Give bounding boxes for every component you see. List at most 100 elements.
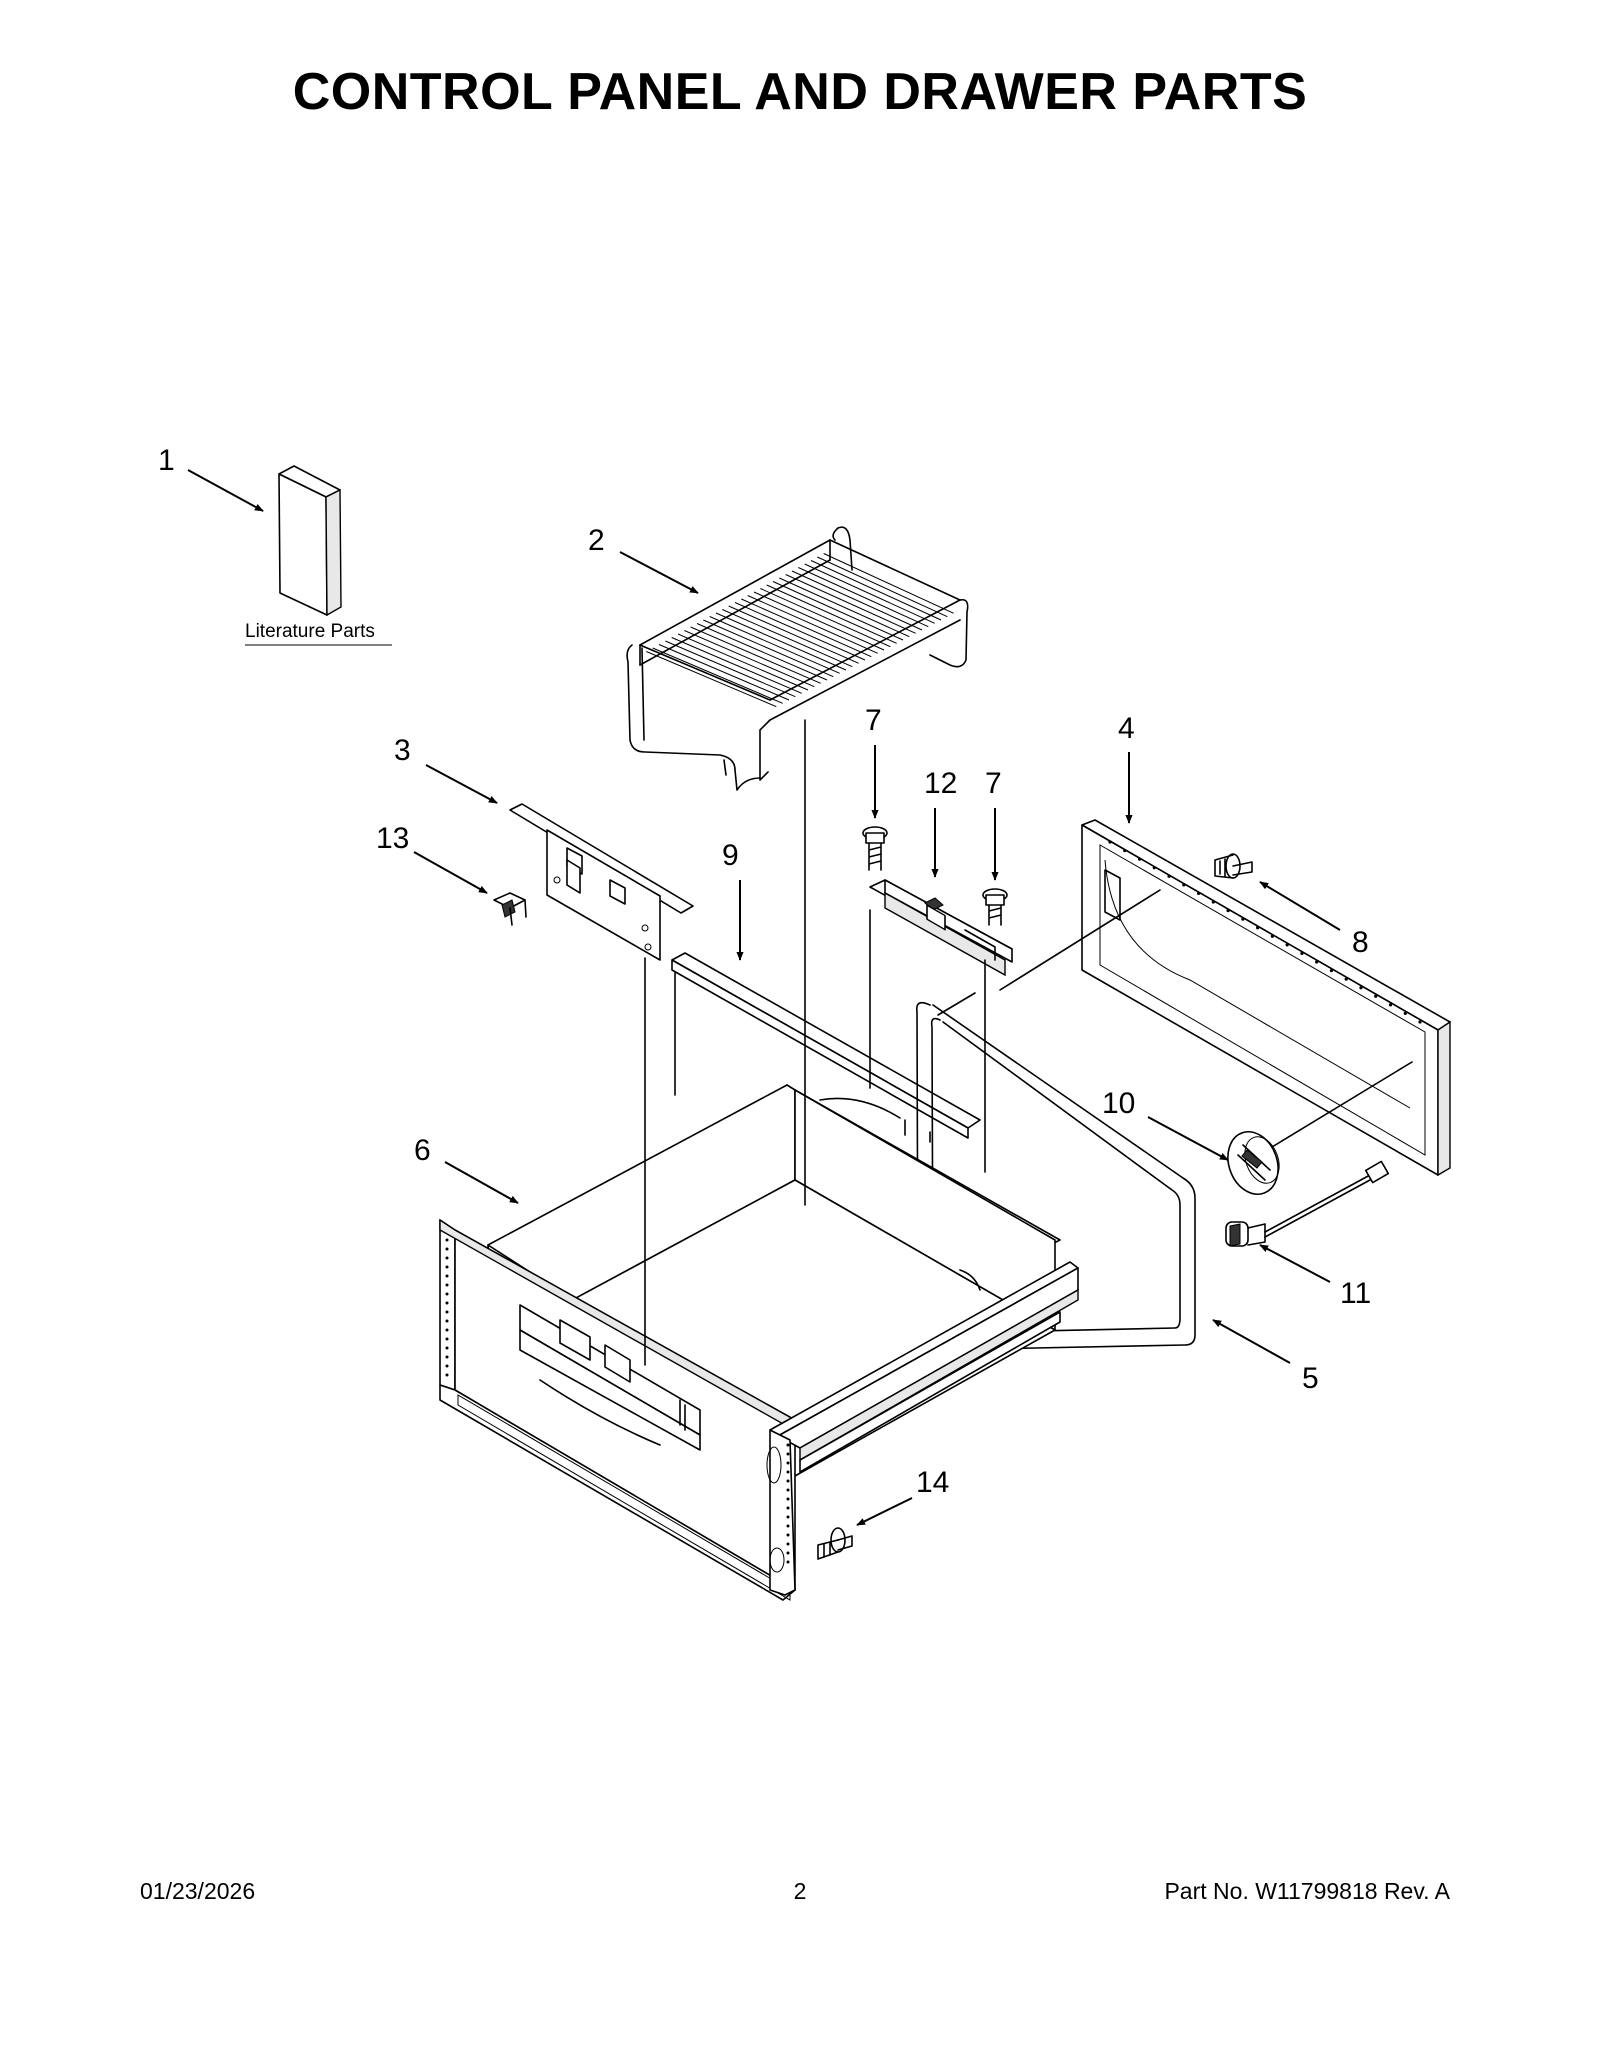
- drawer-side-hole: [445, 1346, 449, 1350]
- rack-wire: [779, 577, 910, 638]
- svg-text:7: 7: [985, 767, 1002, 800]
- drawer-side-hole: [445, 1310, 449, 1314]
- panel-hole: [1359, 986, 1363, 990]
- rack-wire: [766, 584, 897, 644]
- rack-wire: [646, 651, 777, 708]
- door-gasket: [915, 1001, 1196, 1351]
- page-title: CONTROL PANEL AND DRAWER PARTS: [292, 63, 1308, 121]
- panel-hole: [1270, 934, 1274, 938]
- drawer-side-hole: [445, 1328, 449, 1332]
- callout-6[interactable]: 6: [414, 1134, 519, 1204]
- drawer-side-hole: [445, 1238, 449, 1242]
- callout-8[interactable]: 8: [1259, 881, 1369, 959]
- panel-hole: [1300, 951, 1304, 956]
- rack-wire: [772, 581, 904, 641]
- panel-hole: [1315, 960, 1319, 964]
- rack-wire: [734, 602, 866, 661]
- panel-screw: [1214, 853, 1253, 879]
- callout-13[interactable]: 13: [376, 822, 488, 894]
- svg-text:5: 5: [1302, 1362, 1319, 1395]
- literature-parts-label: Literature Parts: [245, 621, 375, 642]
- rack-wire: [703, 619, 834, 678]
- rack-wire: [798, 567, 929, 628]
- rack-wire: [715, 612, 847, 671]
- rack-wire: [804, 563, 935, 624]
- drawer-body: [439, 1084, 1079, 1601]
- drawer-side-hole: [445, 1292, 449, 1296]
- wire-switch: [1225, 1160, 1390, 1247]
- drawer-side-hole: [786, 1488, 790, 1492]
- rack-wire: [747, 595, 878, 654]
- assembly-lines: [644, 719, 1413, 1366]
- callout-5[interactable]: 5: [1212, 1319, 1319, 1395]
- panel-hole: [1374, 994, 1378, 998]
- drawer-side-hole: [786, 1524, 790, 1528]
- svg-text:6: 6: [414, 1134, 431, 1167]
- svg-text:7: 7: [865, 704, 882, 737]
- rack-wire: [760, 588, 891, 648]
- callout-10[interactable]: 9: [722, 839, 744, 961]
- drawer-side-hole: [445, 1283, 449, 1287]
- drawer-side-hole: [445, 1247, 449, 1251]
- svg-text:11: 11: [1340, 1277, 1371, 1310]
- panel-hole: [1285, 943, 1289, 947]
- drawer-screw: [817, 1527, 853, 1560]
- svg-text:4: 4: [1118, 712, 1135, 745]
- control-knob: [1227, 1131, 1280, 1195]
- drawer-clip: [493, 892, 527, 926]
- rack-wire: [823, 553, 954, 614]
- callout-4[interactable]: 4: [1118, 712, 1135, 824]
- svg-text:2: 2: [588, 524, 605, 557]
- callout-1[interactable]: 1: [158, 444, 264, 512]
- panel-hole: [1211, 900, 1215, 904]
- callout-2[interactable]: 2: [588, 524, 699, 594]
- panel-hole: [1403, 1011, 1407, 1016]
- rack-wire: [696, 623, 828, 681]
- rack-wire: [690, 626, 821, 684]
- drawer-side-hole: [786, 1506, 790, 1510]
- drawer-front-panel: [1081, 819, 1451, 1177]
- panel-hole: [1123, 848, 1127, 853]
- panel-hole: [1196, 891, 1201, 896]
- callout-7-left[interactable]: 7: [865, 704, 882, 819]
- drawer-side-hole: [445, 1355, 449, 1359]
- callout-14[interactable]: 14: [856, 1466, 949, 1526]
- rack-wire: [684, 630, 815, 688]
- panel-hole: [1152, 866, 1156, 870]
- drawer-side-hole: [445, 1301, 449, 1305]
- callout-7-right[interactable]: 7: [985, 767, 1002, 881]
- literature-booklet: Literature Parts: [245, 465, 392, 646]
- rack-wire: [741, 598, 872, 658]
- callout-3[interactable]: 3: [394, 734, 498, 804]
- drawer-side-hole: [786, 1470, 790, 1474]
- latch-assembly: [869, 879, 1013, 977]
- wire-rack: [626, 526, 969, 791]
- drawer-side-hole: [445, 1364, 449, 1368]
- callout-12[interactable]: 11: [1259, 1244, 1371, 1310]
- drawer-side-hole: [786, 1443, 790, 1447]
- svg-text:9: 9: [722, 839, 739, 872]
- panel-hole: [1226, 908, 1230, 913]
- callout-9[interactable]: 12: [924, 767, 957, 878]
- drawer-side-hole: [445, 1319, 449, 1323]
- svg-text:3: 3: [394, 734, 411, 767]
- drawer-side-hole: [786, 1560, 790, 1564]
- drawer-side-hole: [786, 1551, 790, 1555]
- rack-wire: [753, 591, 885, 651]
- svg-text:14: 14: [916, 1466, 949, 1499]
- rack-wire: [785, 574, 916, 634]
- panel-hole: [1182, 883, 1186, 887]
- drawer-side-hole: [445, 1373, 449, 1377]
- panel-hole: [1167, 874, 1171, 878]
- rack-wire: [728, 605, 859, 664]
- drawer-side-hole: [445, 1337, 449, 1341]
- rack-wire: [658, 644, 790, 701]
- panel-hole: [1344, 977, 1348, 981]
- drawer-side-hole: [786, 1497, 790, 1501]
- rack-wire: [709, 616, 840, 674]
- control-bracket: [509, 803, 694, 961]
- screw-right: [982, 888, 1008, 926]
- callout-11[interactable]: 10: [1102, 1087, 1229, 1161]
- panel-hole: [1388, 1003, 1393, 1007]
